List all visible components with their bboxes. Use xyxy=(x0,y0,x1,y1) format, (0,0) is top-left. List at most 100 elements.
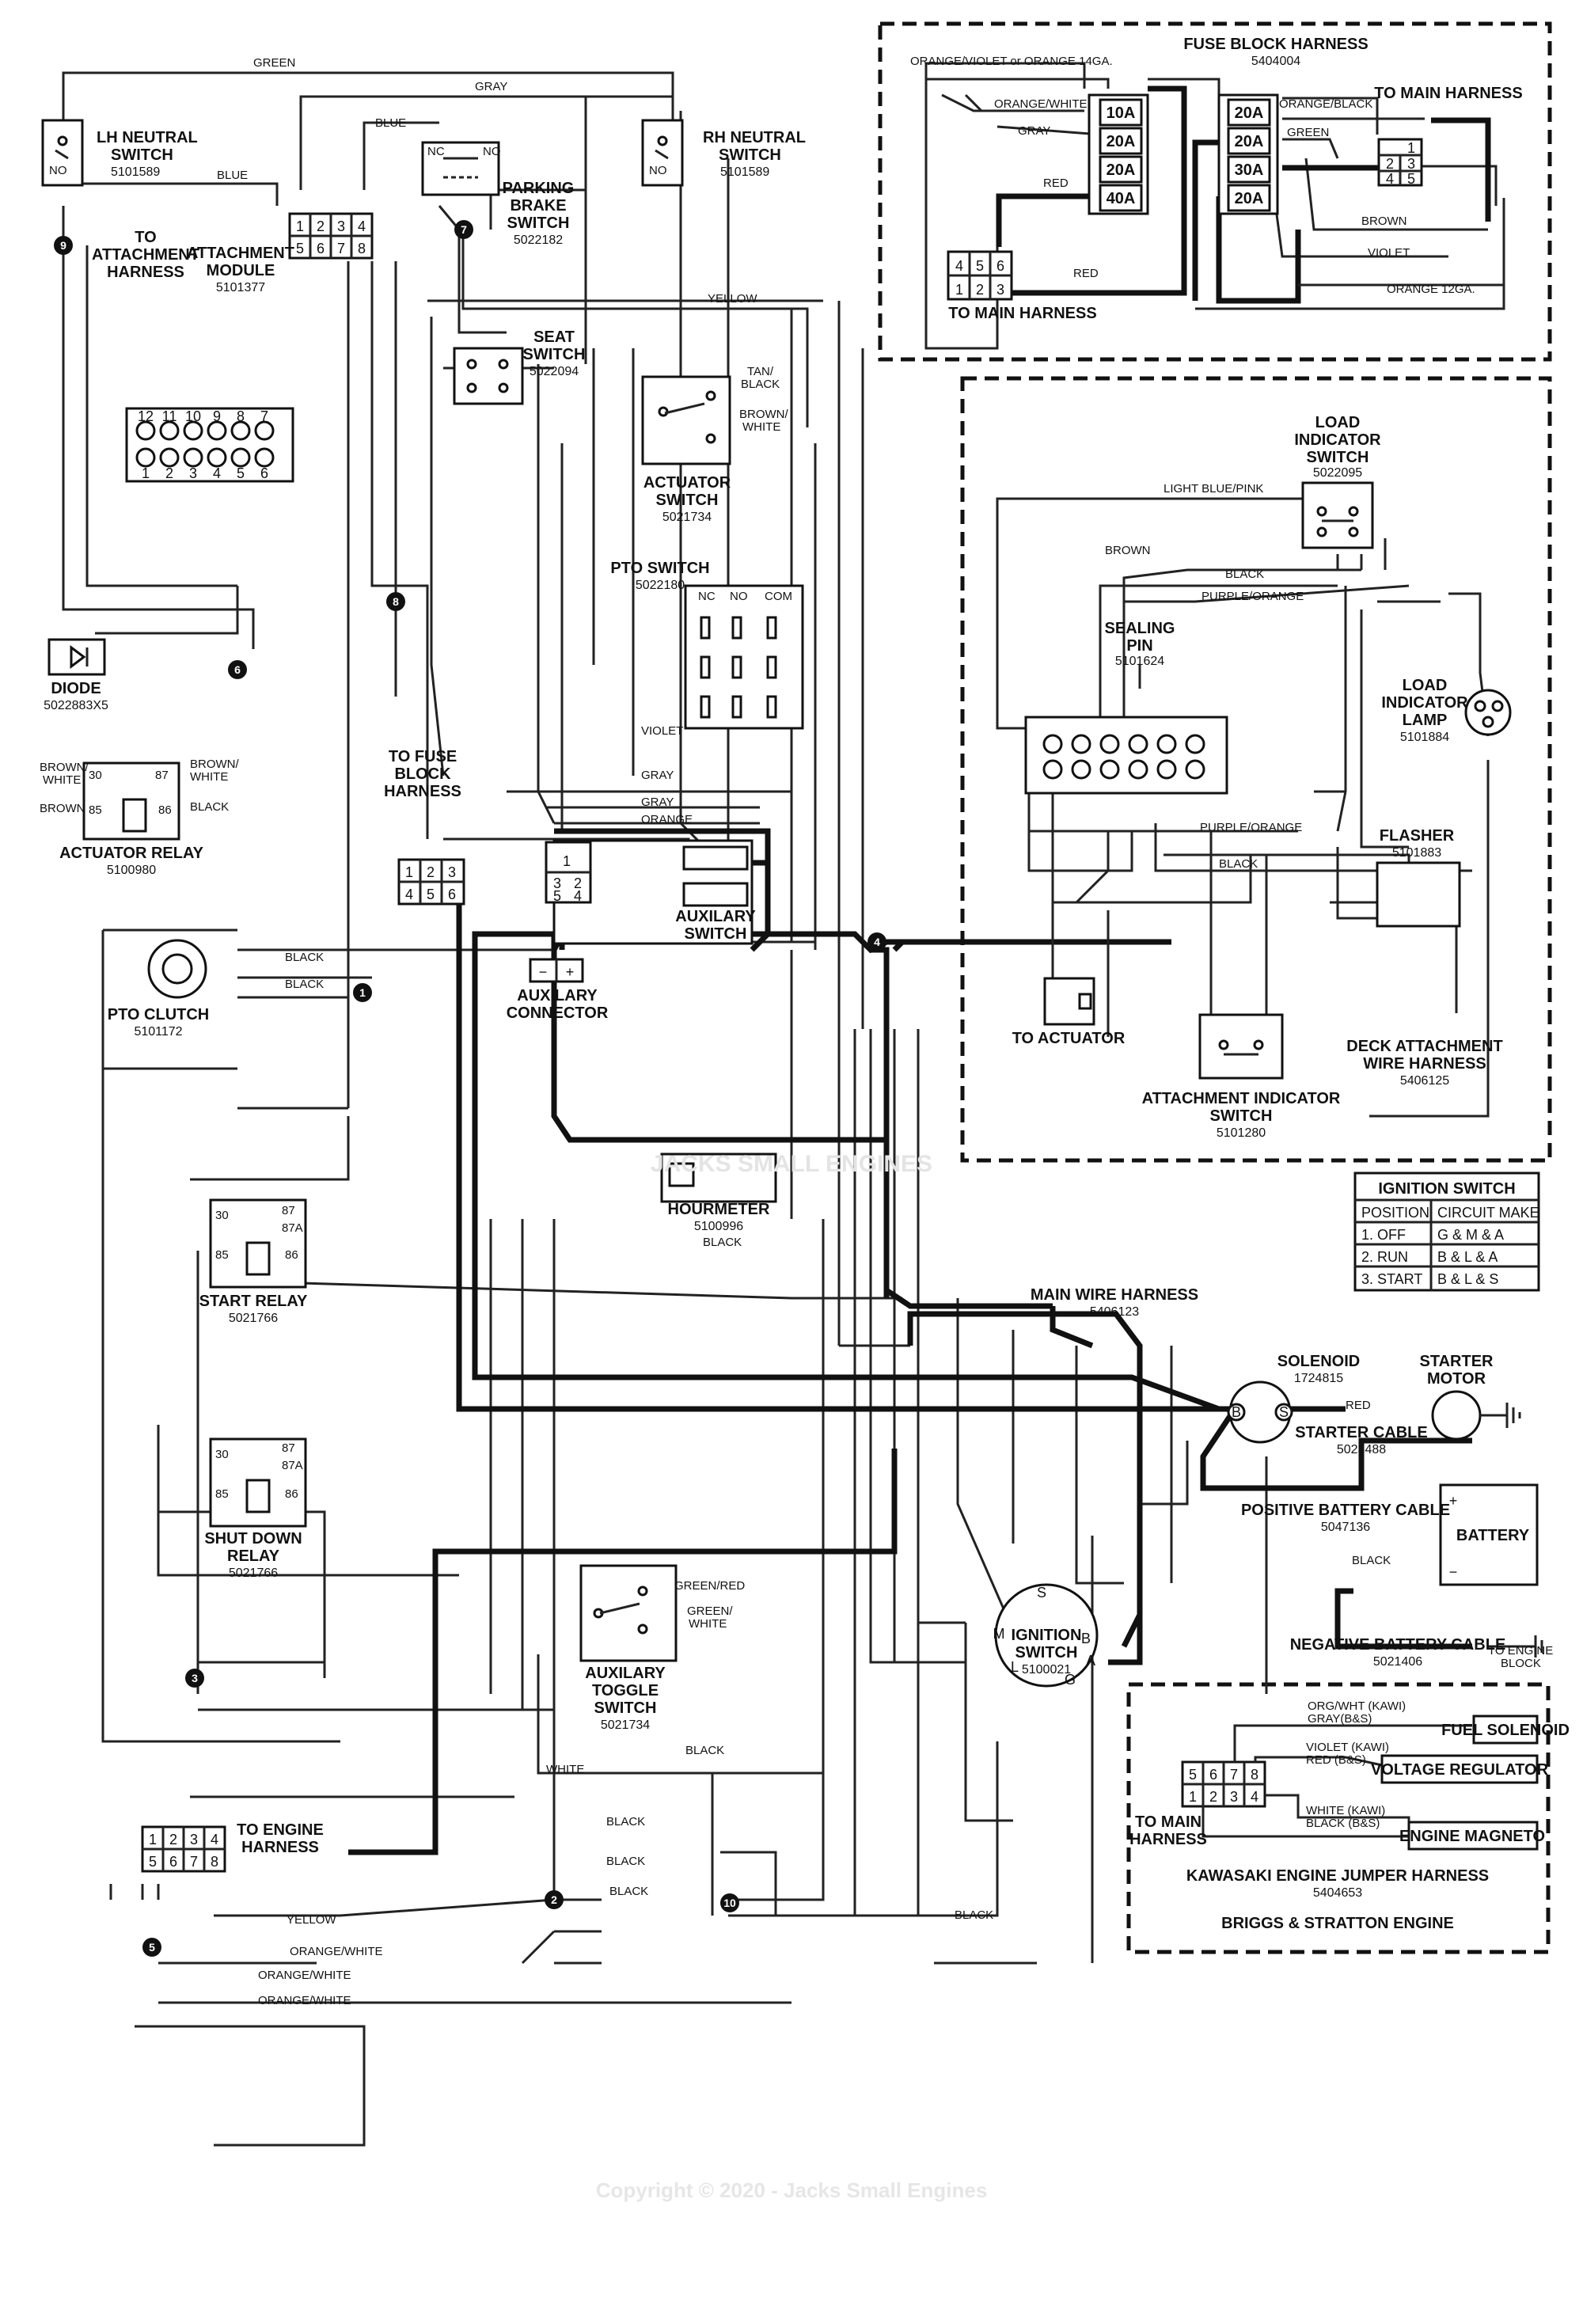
svg-text:5: 5 xyxy=(237,465,245,481)
svg-text:WHITE: WHITE xyxy=(689,1617,727,1631)
wire-black-pto: BLACK xyxy=(285,951,324,964)
pto-clutch: PTO CLUTCH 5101172 BLACK BLACK xyxy=(108,939,324,1039)
deck-attachment-harness: LOAD INDICATOR SWITCH 5022095 LIGHT BLUE… xyxy=(996,414,1512,1140)
svg-text:B: B xyxy=(1081,1631,1091,1646)
starter-cable-title: STARTER CABLE xyxy=(1295,1424,1427,1441)
load-indicator-lamp-title-2: INDICATOR xyxy=(1381,694,1468,712)
node-1 xyxy=(353,983,372,1002)
parking-brake-switch: NC NO PARKING BRAKE SWITCH 5022182 xyxy=(421,141,574,247)
svg-text:5: 5 xyxy=(149,1854,157,1870)
load-indicator-switch-title-3: SWITCH xyxy=(1307,449,1369,466)
svg-text:NC: NC xyxy=(698,590,716,603)
fuse-block-harness-box xyxy=(878,21,1552,362)
wire-violet-mid: VIOLET xyxy=(641,724,683,738)
svg-text:30: 30 xyxy=(215,1448,229,1461)
svg-text:5: 5 xyxy=(1407,171,1415,187)
actuator-relay-pn: 5100980 xyxy=(107,864,156,877)
wire-red-starter: RED xyxy=(1346,1399,1371,1412)
neg-cable-title: NEGATIVE BATTERY CABLE xyxy=(1290,1636,1506,1654)
copyright: Copyright © 2020 - Jacks Small Engines xyxy=(596,2178,988,2202)
svg-text:8: 8 xyxy=(393,595,399,608)
wire-yellow-top: YELLOW xyxy=(708,292,757,306)
svg-text:6: 6 xyxy=(996,258,1004,274)
svg-text:B: B xyxy=(1232,1404,1241,1420)
wire-light-blue-pink: LIGHT BLUE/PINK xyxy=(1164,482,1263,496)
shut-down-relay-title: SHUT DOWN xyxy=(204,1530,302,1547)
fuel-solenoid: FUEL SOLENOID xyxy=(1441,1722,1570,1739)
fuse-3: 20A xyxy=(1107,161,1136,179)
svg-text:8: 8 xyxy=(1251,1767,1258,1783)
ign-table-h2: CIRCUIT MAKE xyxy=(1437,1205,1539,1221)
auxilary-switch-title: AUXILARY xyxy=(675,908,756,925)
wire-black-batt: BLACK xyxy=(1352,1554,1391,1567)
attach-indicator-pn: 5101280 xyxy=(1217,1126,1266,1140)
start-relay-title: START RELAY xyxy=(199,1293,308,1310)
diode: DIODE 5022883X5 xyxy=(44,638,108,712)
starter-motor-title: STARTER xyxy=(1420,1353,1494,1370)
node-10 xyxy=(720,1893,739,1912)
svg-text:WHITE: WHITE xyxy=(190,770,228,784)
node-9 xyxy=(54,236,73,255)
svg-text:COM: COM xyxy=(765,590,792,603)
deck-attach-harness-pn: 5406125 xyxy=(1400,1074,1449,1088)
svg-text:1: 1 xyxy=(296,218,304,234)
lh-neutral-pn: 5101589 xyxy=(111,165,160,179)
svg-text:6: 6 xyxy=(169,1854,177,1870)
node-4 xyxy=(867,932,886,951)
wire-black-deck: BLACK xyxy=(1225,568,1264,581)
svg-text:5: 5 xyxy=(1189,1767,1197,1783)
svg-text:1: 1 xyxy=(405,864,413,880)
to-attachment-harness-2: ATTACHMENT xyxy=(92,246,199,264)
wire-white-toggle: WHITE xyxy=(546,1763,584,1776)
wire-black-hm: BLACK xyxy=(703,1236,742,1249)
rh-neutral-switch: NO RH NEUTRAL SWITCH 5101589 xyxy=(641,119,806,187)
svg-text:1: 1 xyxy=(563,853,571,869)
engine-magneto: ENGINE MAGNETO xyxy=(1399,1828,1545,1845)
wire-black-b2: BLACK xyxy=(606,1855,645,1868)
fuse-5: 20A xyxy=(1235,104,1264,122)
wire-black-toggle: BLACK xyxy=(685,1744,724,1757)
attachment-module-pn: 5101377 xyxy=(216,281,265,294)
node-8 xyxy=(386,592,405,611)
wire-red: RED xyxy=(1043,177,1069,190)
lh-neutral-switch: NO LH NEUTRAL SWITCH 5101589 GREEN GRAY … xyxy=(41,56,507,187)
deck-attach-harness-title-2: WIRE HARNESS xyxy=(1363,1055,1486,1073)
svg-text:4: 4 xyxy=(1386,171,1394,187)
svg-text:2: 2 xyxy=(551,1893,557,1906)
wire-black-b1: BLACK xyxy=(606,1815,645,1828)
wire-gray-mid-2: GRAY xyxy=(641,796,674,809)
kawasaki-jumper-title: KAWASAKI ENGINE JUMPER HARNESS xyxy=(1186,1867,1489,1885)
svg-text:4: 4 xyxy=(574,888,582,904)
svg-text:87A: 87A xyxy=(282,1459,303,1472)
svg-text:1: 1 xyxy=(359,986,366,999)
svg-text:NO: NO xyxy=(730,590,748,603)
actuator-relay-title: ACTUATOR RELAY xyxy=(59,845,204,862)
seat-switch: SEAT SWITCH 5022094 YELLOW xyxy=(453,292,757,405)
svg-text:86: 86 xyxy=(285,1487,298,1501)
svg-text:5: 5 xyxy=(976,258,984,274)
svg-text:85: 85 xyxy=(215,1487,229,1501)
svg-text:4: 4 xyxy=(874,936,880,948)
fuse-block-harness: 10A 20A 20A 40A 20A 20A 30A 20A 4 5 6 1 … xyxy=(910,36,1523,350)
to-attachment-harness: TO xyxy=(135,229,156,246)
fuse-1: 10A xyxy=(1107,104,1136,122)
svg-text:5: 5 xyxy=(553,888,561,904)
auxilary-connector-title-2: CONNECTOR xyxy=(507,1004,609,1022)
ign-row1-make: G & M & A xyxy=(1437,1227,1504,1243)
svg-text:G: G xyxy=(1065,1672,1076,1688)
fuse-2: 20A xyxy=(1107,133,1136,150)
pto-switch: NC NO COM PTO SWITCH 5022180 VIOLET GRAY… xyxy=(610,560,804,826)
ignition-table: IGNITION SWITCH POSITION CIRCUIT MAKE 1.… xyxy=(1353,1171,1540,1292)
svg-text:4: 4 xyxy=(955,258,963,274)
wire-brown-left: BROWN xyxy=(40,802,85,815)
svg-text:2: 2 xyxy=(165,465,173,481)
svg-text:10: 10 xyxy=(723,1897,736,1909)
svg-text:85: 85 xyxy=(89,803,102,817)
svg-text:87: 87 xyxy=(282,1204,295,1217)
attachment-module: 1 2 3 4 5 6 7 8 ATTACHMENT MODULE 510137… xyxy=(92,212,374,294)
deck-connector-pins xyxy=(1042,734,1205,780)
wire-orange-black: ORANGE/BLACK xyxy=(1279,97,1372,111)
svg-text:7: 7 xyxy=(461,223,467,236)
auxilary-switch-title-2: SWITCH xyxy=(685,925,747,943)
